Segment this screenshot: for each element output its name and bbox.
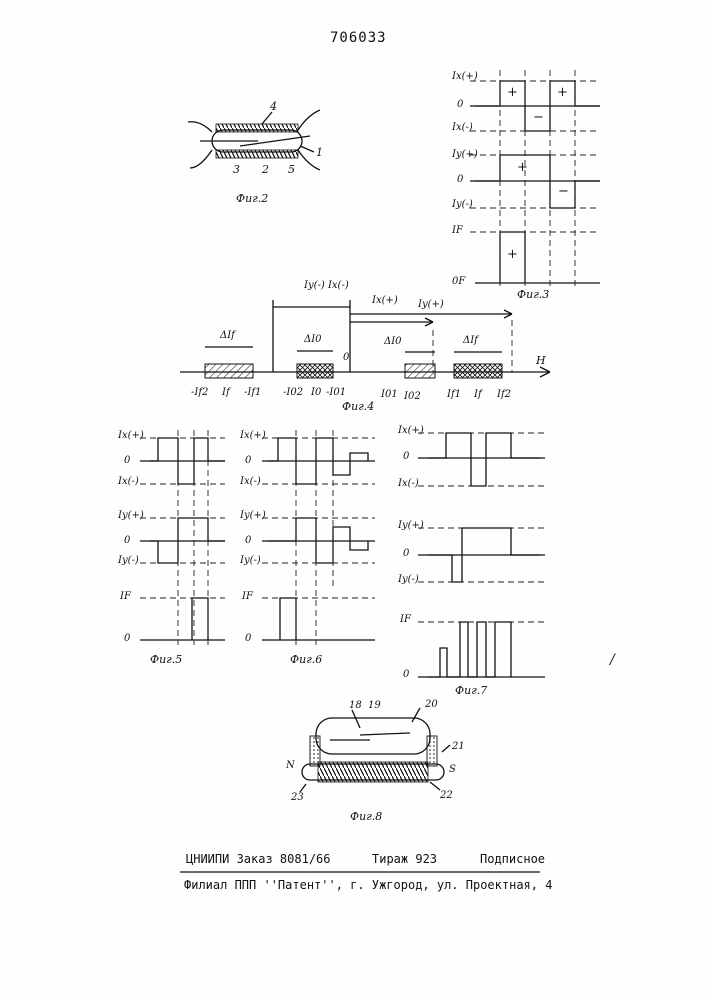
fig6-row-label: Iy(+) [240, 510, 266, 521]
fig6-row-label: IF [242, 591, 253, 602]
fig5-row-label: 0 [124, 633, 130, 644]
fig7-row-label: Iy(-) [398, 574, 419, 585]
fig4-top-label: Ix(+) [372, 295, 398, 306]
fig2-caption: Фиг.2 [236, 192, 268, 205]
fig4-top-label: Iy(+) [418, 299, 444, 310]
fig4-tick-label: -I02 [283, 387, 303, 398]
fig6-row-label: Iy(-) [240, 555, 261, 566]
fig4-tick-label: I0 [311, 387, 321, 398]
fig4-range-label: ΔI0 [384, 336, 402, 347]
fig4-range-label: ΔIf [463, 335, 478, 346]
fig4-tick-label: If [474, 389, 482, 400]
fig3-timing [470, 70, 600, 290]
fig4-tick-label: If2 [497, 389, 511, 400]
fig3-sign: + [507, 247, 518, 262]
fig3-sign: − [558, 184, 569, 199]
fig5-row-label: Ix(-) [118, 476, 139, 487]
fig8-label-20: 20 [425, 699, 438, 710]
fig3-row-label: 0 [457, 99, 463, 110]
fig7-row-label: IF [400, 614, 411, 625]
fig6-row-label: 0 [245, 535, 251, 546]
fig5-row-label: 0 [124, 535, 130, 546]
fig6-row-label: Ix(+) [240, 430, 266, 441]
fig3-row-label: Ix(+) [452, 71, 478, 82]
fig5-caption: Фиг.5 [150, 653, 182, 666]
fig3-sign: + [557, 85, 568, 100]
fig7-caption: Фиг.7 [455, 684, 487, 697]
fig2-label-2: 2 [262, 163, 269, 176]
fig8-caption: Фиг.8 [350, 810, 382, 823]
stray-mark: / [610, 652, 615, 668]
fig4-top-label: Iy(-) Ix(-) [304, 280, 349, 291]
fig8-assembly [300, 708, 450, 792]
fig8-label-19: 19 [368, 700, 381, 711]
fig3-sign: − [533, 110, 544, 125]
fig2-reed-switch [188, 110, 320, 170]
fig4-tick-label: I01 [381, 389, 398, 400]
fig4-tick-label: I02 [404, 391, 421, 402]
fig5-row-label: Ix(+) [118, 430, 144, 441]
fig2-label-5: 5 [288, 163, 295, 176]
fig7-row-label: 0 [403, 451, 409, 462]
footer-branch-address: Филиал ППП ''Патент'', г. Ужгород, ул. П… [184, 878, 552, 892]
fig3-row-label: Ix(-) [452, 122, 473, 133]
fig4-caption: Фиг.4 [342, 400, 374, 413]
fig3-sign: + [507, 85, 518, 100]
fig4-tick-label: If [222, 387, 230, 398]
fig4-tick-label: -If1 [244, 387, 261, 398]
fig3-row-label: Iy(+) [452, 149, 478, 160]
fig5-timing [140, 430, 225, 645]
fig4-axis-label: H [536, 354, 546, 367]
fig7-row-label: Ix(+) [398, 425, 424, 436]
fig4-range-label: ΔI0 [304, 334, 322, 345]
fig4-range-label: ΔIf [220, 330, 235, 341]
fig6-row-label: Ix(-) [240, 476, 261, 487]
fig5-row-label: 0 [124, 455, 130, 466]
footer-order-number: ЦНИИПИ Заказ 8081/66 [186, 852, 331, 866]
fig4-field-axis [180, 300, 550, 378]
fig8-label-21: 21 [452, 741, 465, 752]
fig7-row-label: 0 [403, 548, 409, 559]
fig4-tick-label: If1 [447, 389, 461, 400]
fig6-row-label: 0 [245, 633, 251, 644]
fig3-sign: + [517, 160, 528, 175]
fig8-label-18: 18 [349, 700, 362, 711]
fig8-label-23: 23 [291, 792, 304, 803]
fig4-zero: 0 [343, 352, 349, 363]
fig8-label-22: 22 [440, 790, 453, 801]
fig8-label-N: N [286, 760, 295, 771]
fig3-caption: Фиг.3 [517, 288, 549, 301]
fig2-label-3: 3 [233, 163, 240, 176]
fig7-row-label: Ix(-) [398, 478, 419, 489]
fig6-caption: Фиг.6 [290, 653, 322, 666]
fig5-row-label: IF [120, 591, 131, 602]
fig7-row-label: 0 [403, 669, 409, 680]
fig5-row-label: Iy(-) [118, 555, 139, 566]
fig6-timing [262, 430, 375, 645]
fig3-row-label: IF [452, 225, 463, 236]
fig4-tick-label: -I01 [326, 387, 346, 398]
fig7-timing [418, 433, 545, 677]
footer-print-run: Тираж 923 [372, 852, 437, 866]
fig4-tick-label: -If2 [191, 387, 208, 398]
fig2-label-1: 1 [316, 146, 323, 159]
fig8-label-S: S [449, 764, 456, 775]
fig7-row-label: Iy(+) [398, 520, 424, 531]
fig5-row-label: Iy(+) [118, 510, 144, 521]
fig3-row-label: Iy(-) [452, 199, 473, 210]
fig2-label-4: 4 [270, 100, 277, 113]
footer-subscription: Подписное [480, 852, 545, 866]
fig6-row-label: 0 [245, 455, 251, 466]
fig3-row-label: 0 [457, 174, 463, 185]
fig3-row-label: 0F [452, 276, 465, 287]
